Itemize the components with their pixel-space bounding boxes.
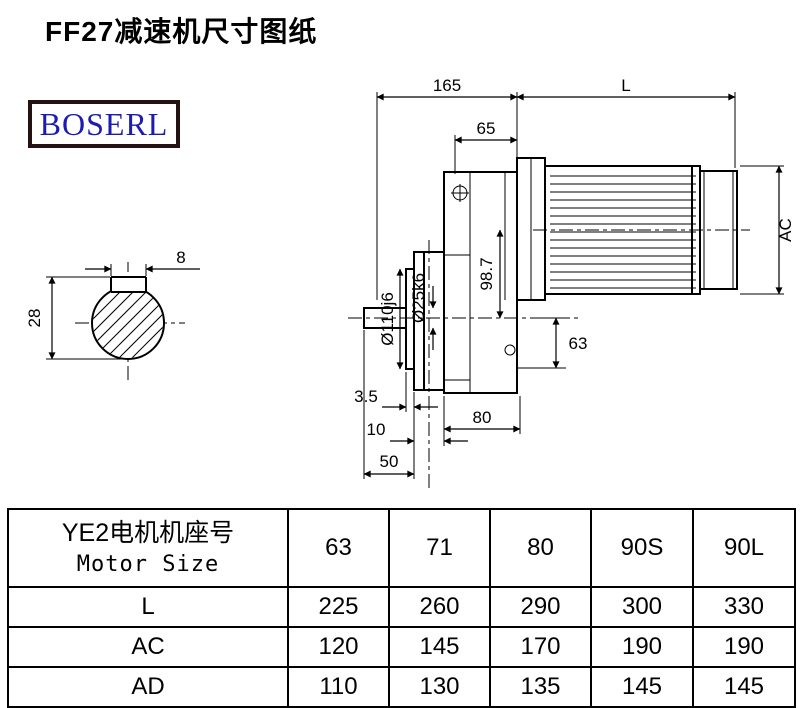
dim-keyway-height: 28	[25, 309, 44, 328]
table-cell: 145	[692, 666, 796, 708]
table-cell: 330	[692, 586, 796, 628]
dim-98-7: 98.7	[477, 257, 496, 290]
row-label-AD: AD	[7, 666, 289, 708]
table-cell: 120	[287, 626, 390, 668]
table-cell: 225	[287, 586, 390, 628]
dim-10: 10	[367, 420, 386, 439]
table-cell: 170	[489, 626, 592, 668]
dim-165: 165	[433, 76, 461, 95]
table-row-AD: AD 110 130 135 145 145	[7, 666, 796, 708]
motor-size-header-cell: YE2电机机座号 Motor Size	[7, 508, 289, 588]
table-row-AC: AC 120 145 170 190 190	[7, 626, 796, 668]
table-cell: 190	[590, 626, 694, 668]
dim-50: 50	[380, 452, 399, 471]
table-cell: 290	[489, 586, 592, 628]
motor-cooling-fins	[550, 175, 696, 289]
logo-text: BOSERL	[39, 106, 169, 142]
dim-3-5: 3.5	[354, 387, 378, 406]
housing-bolt-hole	[451, 184, 469, 202]
boserl-logo: BOSERL	[28, 100, 180, 148]
motor-size-63: 63	[287, 508, 390, 588]
dim-80: 80	[473, 408, 492, 427]
table-cell: 260	[388, 586, 491, 628]
dim-keyway-width: 8	[176, 248, 185, 267]
table-cell: 145	[388, 626, 491, 668]
motor-size-90L: 90L	[692, 508, 796, 588]
dim-63: 63	[569, 334, 588, 353]
dimension-drawing: 8 28	[25, 76, 795, 490]
dim-65: 65	[477, 119, 496, 138]
table-header-row: YE2电机机座号 Motor Size 63 71 80 90S 90L	[7, 508, 796, 588]
motor-size-71: 71	[388, 508, 491, 588]
dim-shaft-dia: Ø25k6	[409, 273, 428, 323]
keyway-outline	[110, 276, 147, 293]
table-row-L: L 225 260 290 300 330	[7, 586, 796, 628]
table-cell: 110	[287, 666, 390, 708]
motor-size-header-cn: YE2电机机座号	[61, 519, 235, 548]
table-cell: 300	[590, 586, 694, 628]
row-label-L: L	[7, 586, 289, 628]
table-cell: 145	[590, 666, 694, 708]
table-cell: 190	[692, 626, 796, 668]
motor-dimension-table: YE2电机机座号 Motor Size 63 71 80 90S 90L L 2…	[7, 508, 796, 708]
dim-flange-spigot-dia: Ø110j6	[378, 292, 397, 346]
row-label-AC: AC	[7, 626, 289, 668]
motor-size-90S: 90S	[590, 508, 694, 588]
housing-plug	[504, 344, 516, 356]
dim-L: L	[621, 76, 630, 95]
page-title: FF27减速机尺寸图纸	[45, 16, 318, 47]
gearmotor-side-view	[348, 157, 750, 490]
motor-size-80: 80	[489, 508, 592, 588]
shaft-section-view: 8 28	[25, 248, 200, 384]
motor-size-header-en: Motor Size	[76, 552, 220, 578]
dimensions: 165 L 65 AC Ø110j6 Ø25k6 98.7 63 3.5 10	[354, 76, 795, 479]
table-cell: 135	[489, 666, 592, 708]
table-cell: 130	[388, 666, 491, 708]
dim-AC: AC	[776, 218, 795, 242]
keyway-mask	[110, 272, 147, 292]
